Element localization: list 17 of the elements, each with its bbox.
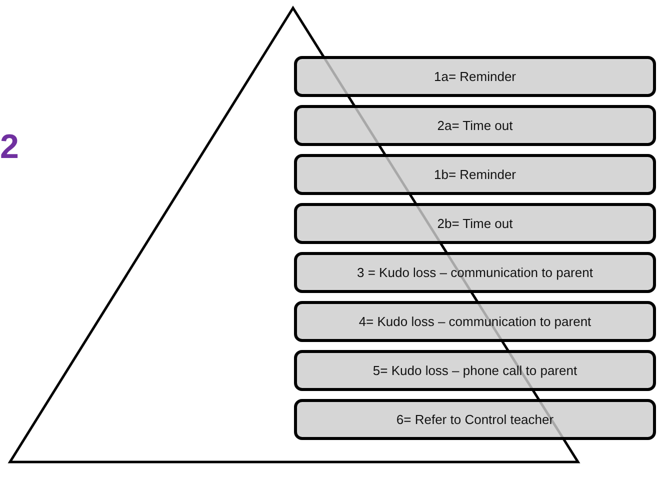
level-text: 4= Kudo loss – communication to parent (358, 314, 592, 329)
level-box (294, 350, 656, 391)
level-box (294, 301, 656, 342)
level-text: 5= Kudo loss – phone call to parent (372, 363, 578, 378)
level-box (294, 399, 656, 440)
level-number: 2 (0, 128, 19, 167)
level-box (294, 203, 656, 244)
level-box (294, 252, 656, 293)
level-text: 1a= Reminder (434, 69, 516, 84)
level-text: 2a= Time out (437, 118, 513, 133)
level-box (294, 56, 656, 97)
level-text: 3 = Kudo loss – communication to parent (357, 265, 593, 280)
level-box (294, 105, 656, 146)
level-text: 1b= Reminder (434, 167, 516, 182)
level-text: 6= Refer to Control teacher (396, 412, 554, 427)
level-box (294, 154, 656, 195)
level-text: 2b= Time out (437, 216, 513, 231)
